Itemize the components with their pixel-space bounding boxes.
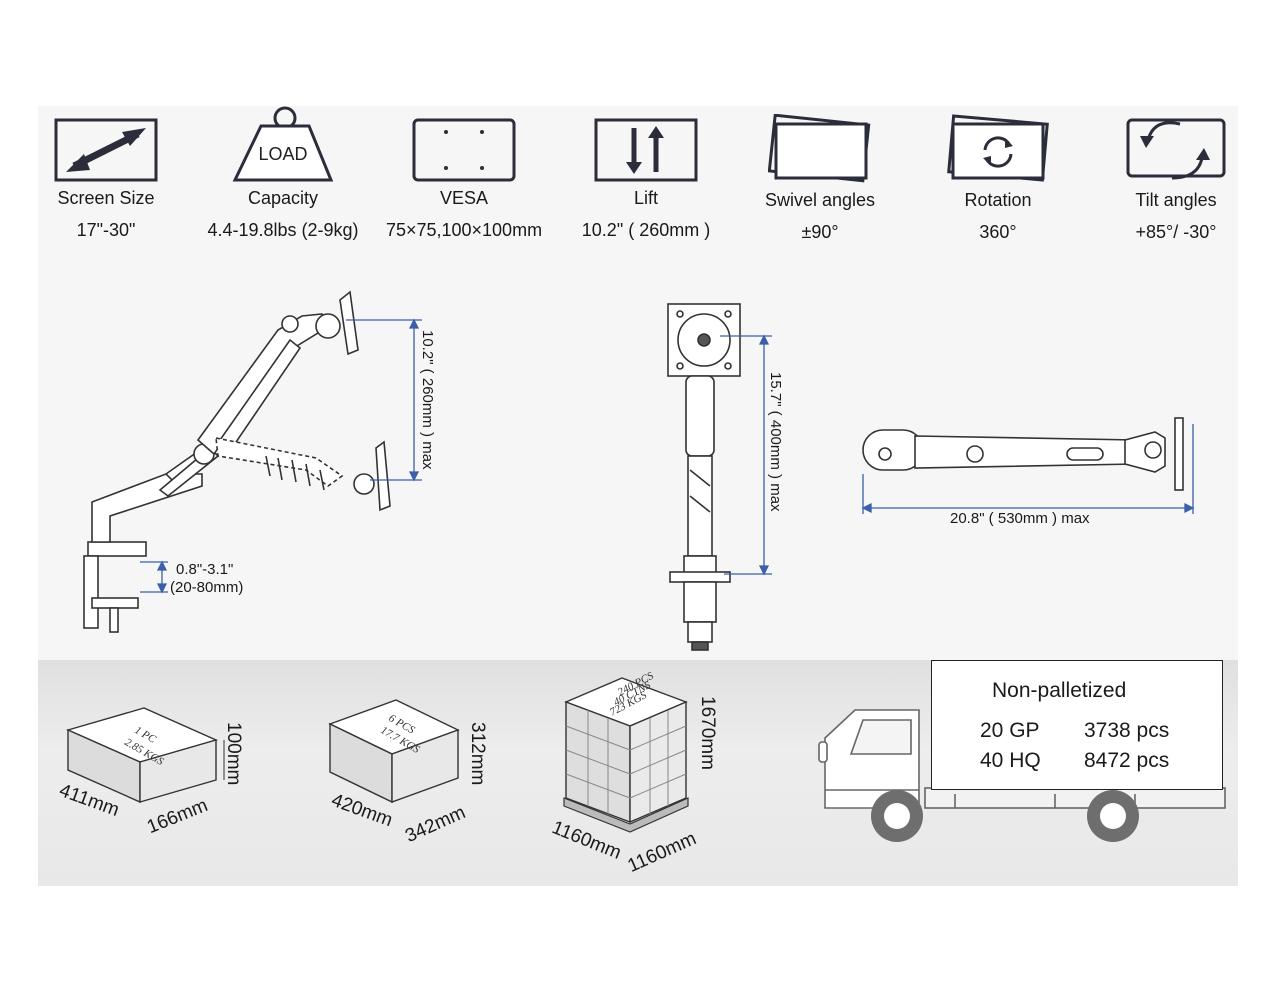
rotation-icon: [947, 114, 1049, 182]
spec-value: 75×75,100×100mm: [385, 220, 543, 240]
spec-value: ±90°: [801, 222, 839, 242]
box1-height: 100mm: [223, 722, 244, 786]
top-view-drawing: [861, 417, 1195, 514]
shipping-info-box: Non-palletized 20 GP 3738 pcs 40 HQ 8472…: [931, 660, 1223, 790]
spec-rotation: Rotation 360°: [908, 114, 1088, 243]
side-view-drawing: [83, 290, 422, 633]
shipping-title: Non-palletized: [992, 679, 1127, 702]
box2-height: 312mm: [467, 722, 488, 786]
truck-drawing: [818, 709, 1226, 842]
container-type: 40 HQ: [980, 749, 1041, 772]
spec-value: +85°/ -30°: [1135, 222, 1217, 242]
spec-lift: Lift 10.2" ( 260mm ): [556, 118, 736, 241]
load-weight-icon: LOAD: [232, 106, 334, 182]
height-dimension-label: 15.7" ( 400mm ) max: [767, 372, 784, 512]
container-type: 20 GP: [980, 719, 1040, 742]
pallet-drawing: 240 PCS 40 CTNS 723 KGS: [563, 672, 689, 833]
spec-value: 4.4-19.8lbs (2-9kg): [207, 220, 359, 240]
lift-dimension-label: 10.2" ( 260mm ) max: [419, 330, 436, 470]
spec-swivel: Swivel angles ±90°: [730, 114, 910, 243]
spec-value: 10.2" ( 260mm ): [581, 220, 711, 240]
spec-name: Screen Size: [57, 188, 155, 208]
front-view-drawing: [667, 303, 772, 651]
spec-name: Lift: [633, 188, 658, 208]
spec-name: Capacity: [247, 188, 319, 208]
container-qty: 3738 pcs: [1084, 719, 1170, 742]
spec-screen-size: Screen Size 17"-30": [16, 118, 196, 241]
diagonal-arrow-icon: [54, 118, 158, 182]
spec-value: 17"-30": [76, 220, 136, 240]
extension-dimension-label: 20.8" ( 530mm ) max: [950, 510, 1090, 527]
lift-arrows-icon: [594, 118, 698, 182]
spec-vesa: VESA 75×75,100×100mm: [374, 118, 554, 241]
pallet-height: 1670mm: [697, 696, 718, 770]
spec-tilt: Tilt angles +85°/ -30°: [1086, 118, 1266, 243]
spec-name: Swivel angles: [764, 190, 876, 210]
spec-value: 360°: [979, 222, 1017, 242]
container-qty: 8472 pcs: [1084, 749, 1170, 772]
clamp-dimension-label: 0.8"-3.1": [176, 561, 234, 578]
spec-name: Tilt angles: [1135, 190, 1217, 210]
spec-name: VESA: [439, 188, 489, 208]
tilt-icon: [1126, 118, 1226, 180]
carton-drawing: 6 PCS 17.7 KGS: [328, 699, 460, 804]
vesa-pattern-icon: [412, 118, 516, 182]
spec-name: Rotation: [964, 190, 1032, 210]
spec-capacity: LOAD Capacity 4.4-19.8lbs (2-9kg): [193, 106, 373, 241]
swivel-icon: [768, 114, 871, 183]
single-box-drawing: 1 PC 2.85 KGS: [65, 707, 225, 804]
load-label: LOAD: [258, 144, 307, 164]
clamp-dimension-mm-label: (20-80mm): [170, 579, 244, 596]
